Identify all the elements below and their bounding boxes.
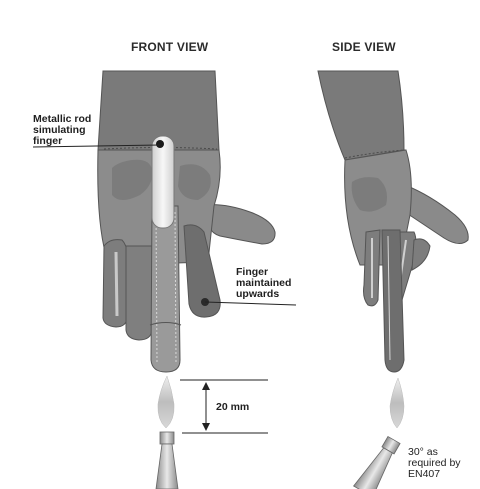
metallic-rod: [152, 136, 174, 228]
side-middle-finger: [382, 230, 404, 372]
rod-label: Metallic rod simulating finger: [33, 114, 91, 147]
front-ring-finger: [126, 246, 152, 340]
finger-label: Finger maintained upwards: [236, 267, 291, 300]
dim-arrow-up: [202, 382, 210, 390]
side-view-title: SIDE VIEW: [332, 40, 396, 54]
finger-label-line-3: upwards: [236, 289, 291, 300]
front-glove: [98, 71, 275, 372]
side-cuff: [318, 71, 404, 160]
front-thumb: [205, 205, 275, 244]
side-torch: [354, 434, 403, 489]
gap-label: 20 mm: [216, 402, 249, 413]
angle-note-line-3: EN407: [408, 469, 461, 480]
front-torch-body: [156, 444, 178, 489]
front-torch-nozzle: [160, 432, 174, 444]
side-flame: [390, 378, 404, 428]
side-finger-3: [412, 239, 430, 270]
front-view-title: FRONT VIEW: [131, 40, 208, 54]
side-glove: [318, 71, 468, 372]
rod-callout-dot: [156, 140, 164, 148]
rod-label-line-3: finger: [33, 136, 91, 147]
dim-arrow-down: [202, 423, 210, 431]
angle-note: 30° as required by EN407: [408, 447, 461, 480]
front-flame: [158, 376, 174, 428]
